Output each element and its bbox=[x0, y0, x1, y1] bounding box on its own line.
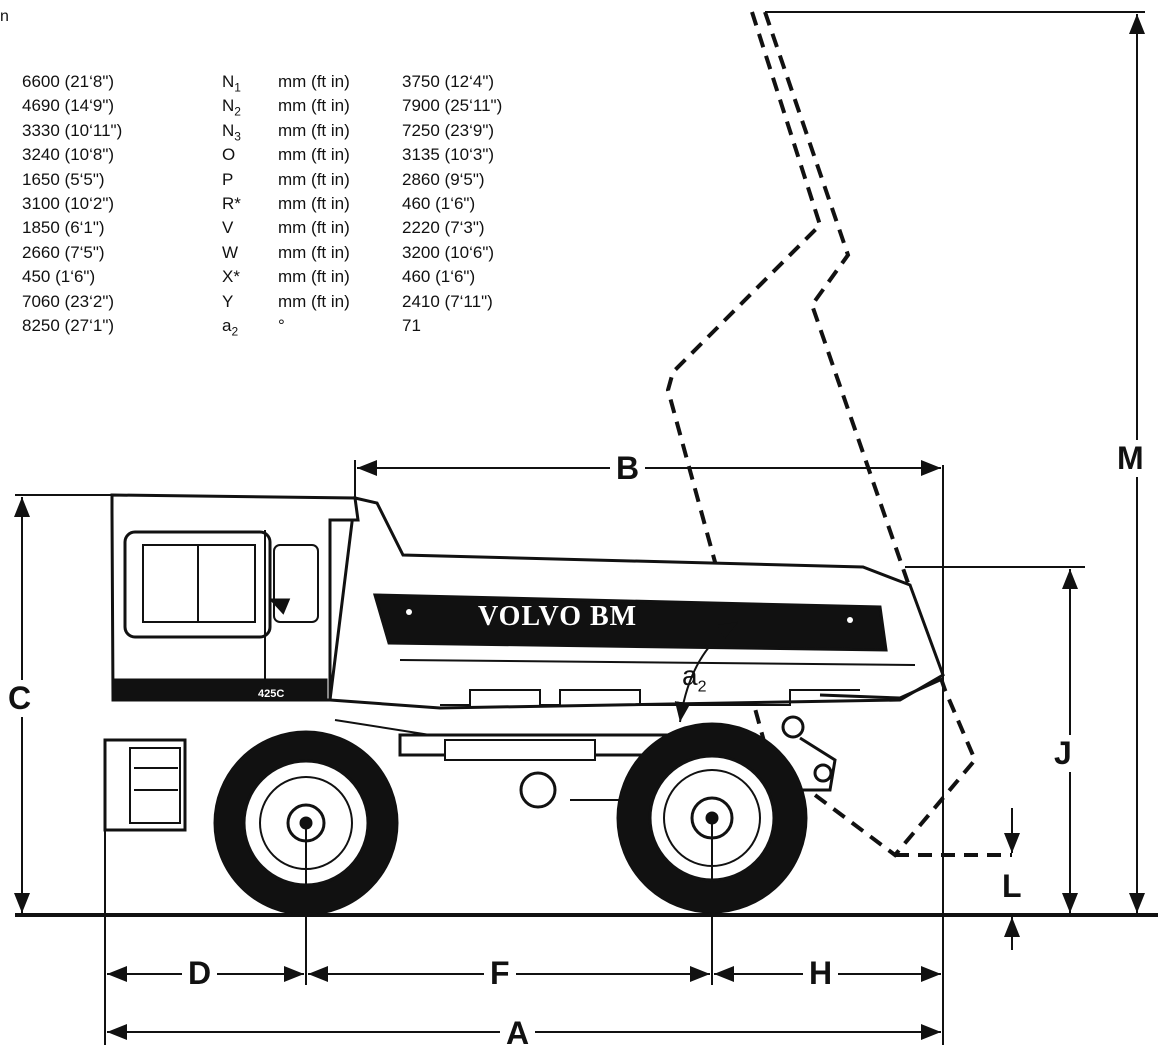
spec-symbol: X* bbox=[222, 267, 240, 287]
spec-right-value: 2410 (7‘11") bbox=[402, 291, 493, 311]
spec-right-value: 7250 (23‘9") bbox=[402, 120, 495, 140]
spec-left-value: 4690 (14‘9") bbox=[22, 96, 115, 116]
spec-right-value: 2860 (9‘5") bbox=[402, 169, 485, 189]
cab bbox=[110, 493, 360, 702]
dim-label-D: D bbox=[182, 955, 218, 992]
dim-label-A: A bbox=[500, 1015, 536, 1052]
spec-left-value: 6600 (21‘8") bbox=[22, 72, 115, 91]
cut-off-text: n bbox=[0, 8, 9, 25]
dim-label-C: C bbox=[6, 680, 34, 717]
spec-unit: mm (ft in) bbox=[278, 169, 350, 189]
spec-right-value: 460 (1‘6") bbox=[402, 267, 476, 287]
spec-symbol: V bbox=[222, 218, 234, 238]
dim-label-L: L bbox=[1000, 868, 1024, 905]
spec-symbol: N1 bbox=[222, 72, 241, 95]
dim-label-B: B bbox=[610, 450, 646, 487]
dump-body bbox=[328, 496, 945, 710]
spec-unit: mm (ft in) bbox=[278, 96, 350, 116]
spec-symbol: N3 bbox=[222, 120, 241, 144]
spec-right-value: 2220 (7‘3") bbox=[402, 218, 485, 238]
spec-unit: mm (ft in) bbox=[278, 120, 350, 140]
spec-right-value: 71 bbox=[402, 315, 421, 335]
spec-unit: mm (ft in) bbox=[278, 72, 350, 91]
spec-unit: mm (ft in) bbox=[278, 291, 350, 311]
spec-symbol: Y bbox=[222, 291, 234, 311]
spec-symbol: P bbox=[222, 169, 234, 189]
spec-left-value: 3100 (10‘2") bbox=[22, 193, 115, 213]
spec-unit: mm (ft in) bbox=[278, 218, 350, 238]
spec-left-value: 1650 (5‘5") bbox=[22, 169, 105, 189]
dim-label-M: M bbox=[1115, 440, 1146, 477]
spec-left-value: 3240 (10‘8") bbox=[22, 145, 115, 165]
rear-wheel bbox=[616, 722, 808, 914]
raised-body-outline bbox=[665, 11, 1012, 858]
brand-text: VOLVO BM bbox=[478, 601, 637, 632]
spec-right-value: 7900 (25‘11") bbox=[402, 96, 503, 116]
brand-band bbox=[372, 593, 888, 652]
spec-unit: mm (ft in) bbox=[278, 242, 350, 262]
angle-label: a2 bbox=[682, 660, 707, 696]
spec-unit: ° bbox=[278, 315, 285, 335]
dim-label-J: J bbox=[1052, 735, 1074, 772]
cab-stripe bbox=[111, 678, 328, 702]
spec-symbol: O bbox=[222, 145, 236, 165]
dim-label-F: F bbox=[484, 955, 516, 992]
spec-symbol: N2 bbox=[222, 96, 241, 119]
spec-symbol: W bbox=[222, 242, 239, 262]
spec-left-value: 2660 (7‘5") bbox=[22, 242, 105, 262]
band-dot-left bbox=[406, 609, 412, 615]
spec-left-value: 450 (1‘6") bbox=[22, 267, 96, 287]
model-badge: 425C bbox=[258, 688, 284, 700]
angle-arc bbox=[674, 621, 739, 723]
spec-unit: mm (ft in) bbox=[278, 145, 350, 165]
dim-label-H: H bbox=[803, 955, 839, 992]
spec-right-value: 460 (1‘6") bbox=[402, 193, 476, 213]
spec-right-value: 3200 (10‘6") bbox=[402, 242, 495, 262]
spec-left-value: 3330 (10‘11") bbox=[22, 120, 123, 140]
spec-right-value: 3135 (10‘3") bbox=[402, 145, 495, 165]
spec-left-value: 1850 (6‘1") bbox=[22, 218, 105, 238]
spec-left-value: 7060 (23‘2") bbox=[22, 291, 115, 311]
spec-unit: mm (ft in) bbox=[278, 267, 350, 287]
spec-unit: mm (ft in) bbox=[278, 193, 350, 213]
spec-symbol: R* bbox=[222, 193, 241, 213]
chassis bbox=[103, 678, 941, 832]
band-dot-right bbox=[847, 617, 853, 623]
spec-left-value: 8250 (27‘1") bbox=[22, 315, 115, 335]
spec-symbol: a2 bbox=[222, 315, 239, 339]
spec-right-value: 3750 (12‘4") bbox=[402, 72, 495, 91]
